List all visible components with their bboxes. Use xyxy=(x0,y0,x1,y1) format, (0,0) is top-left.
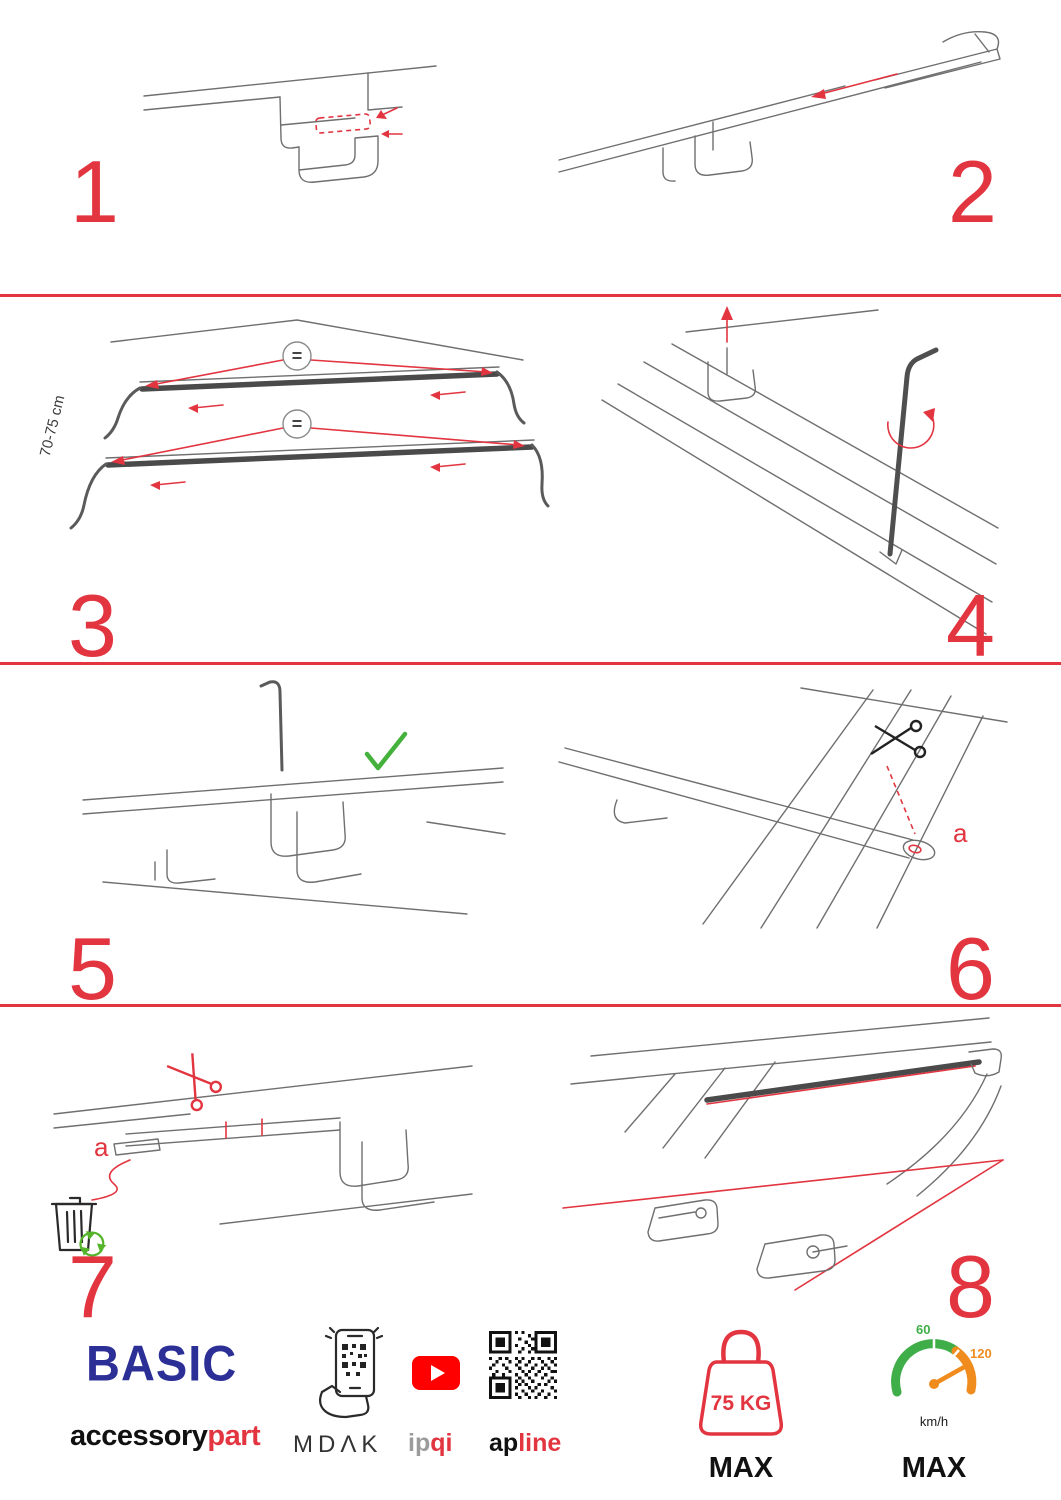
equal-sign: = xyxy=(292,346,303,366)
equal-spacing-badge xyxy=(282,341,312,371)
speed-unit-label: km/h xyxy=(920,1414,948,1429)
scissors-icon xyxy=(870,719,927,759)
equal-sign: = xyxy=(292,414,303,434)
section-divider-2 xyxy=(0,662,1061,665)
step5-number: 5 xyxy=(68,919,117,1018)
clamp-part xyxy=(647,1199,719,1242)
step8-illustration xyxy=(555,1012,1010,1292)
cut-point-label: a xyxy=(953,818,968,848)
qr-code xyxy=(489,1331,557,1399)
basic-logo: BASIC xyxy=(86,1335,238,1392)
step7-number: 7 xyxy=(68,1237,117,1336)
step4-number: 4 xyxy=(946,576,995,675)
ipqi-logo-qi: qi xyxy=(430,1429,453,1457)
crossbar-distance-label: 70-75 cm xyxy=(37,394,69,459)
step1-illustration xyxy=(140,50,440,250)
step2-number: 2 xyxy=(948,142,997,241)
phone-scan-icon xyxy=(312,1326,390,1422)
check-icon xyxy=(364,731,408,771)
accessorypart-logo-accessory: accessory xyxy=(70,1420,208,1452)
youtube-icon xyxy=(412,1356,460,1390)
ipqi-logo-ip: ip xyxy=(408,1429,431,1457)
step7-illustration: a xyxy=(40,1022,480,1267)
step5-illustration xyxy=(75,672,510,932)
ipqi-logo: ipqi xyxy=(408,1429,452,1458)
max-speed-label: MAX xyxy=(901,1452,967,1484)
apline-logo-line: line xyxy=(518,1429,562,1457)
step6-number: 6 xyxy=(946,919,995,1018)
apline-logo-ap: ap xyxy=(489,1429,519,1457)
clamp-part-2 xyxy=(756,1234,848,1279)
step6-illustration: a xyxy=(555,682,1010,932)
step3-number: 3 xyxy=(68,576,117,675)
mdak-logo: MDΛK xyxy=(293,1431,383,1458)
speed-tick-120: 120 xyxy=(970,1346,992,1361)
section-divider-1 xyxy=(0,294,1061,297)
equal-spacing-badge xyxy=(282,409,312,439)
step4-illustration xyxy=(590,302,1000,642)
section-divider-3 xyxy=(0,1004,1061,1007)
speed-tick-60: 60 xyxy=(916,1322,930,1337)
scissors-icon xyxy=(166,1053,223,1112)
step8-number: 8 xyxy=(946,1237,995,1336)
max-weight-value: 75 KG xyxy=(711,1392,772,1415)
max-weight-label: MAX xyxy=(708,1452,774,1484)
accessorypart-logo-part: part xyxy=(207,1420,261,1452)
apline-logo: apline xyxy=(489,1429,561,1458)
allen-key-icon xyxy=(887,347,939,557)
accessorypart-logo: accessorypart xyxy=(70,1420,261,1453)
speedometer-icon: 60 120 km/h xyxy=(882,1322,992,1438)
step1-number: 1 xyxy=(70,142,119,241)
step3-illustration: = = 70-75 cm xyxy=(37,312,550,562)
max-weight-icon: 75 KG xyxy=(692,1324,790,1448)
cut-piece-label: a xyxy=(94,1132,109,1162)
recycle-icon xyxy=(79,1231,107,1257)
rubber-pad-outline xyxy=(315,113,372,134)
step2-illustration xyxy=(545,22,1015,202)
